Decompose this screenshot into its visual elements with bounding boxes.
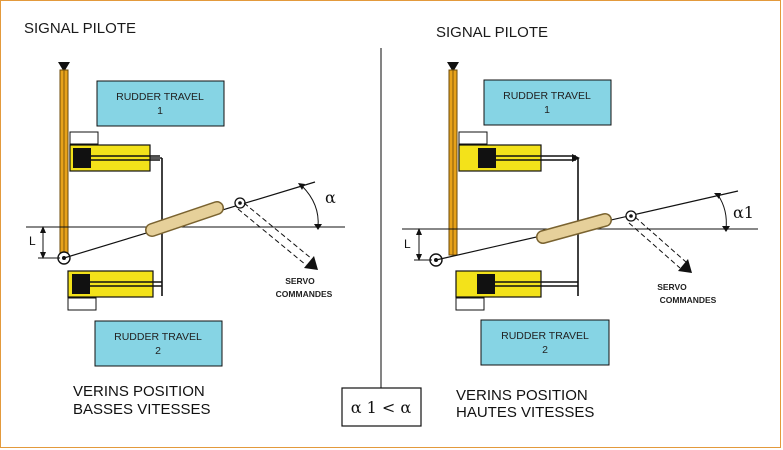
left-pilot-arrow-icon — [58, 62, 70, 72]
left-l-label: L — [29, 234, 36, 248]
left-caption-line1: VERINS POSITION — [73, 383, 205, 400]
left-signal-pilote-title: SIGNAL PILOTE — [24, 20, 136, 37]
right-rudder-travel-1-box — [483, 79, 612, 126]
right-rudder-travel-1-number: 1 — [544, 104, 550, 116]
left-upper-piston — [73, 148, 91, 168]
comparison-label: α 1 < α — [351, 398, 412, 417]
right-caption-line2: HAUTES VITESSES — [456, 404, 594, 421]
left-rudder-travel-1-box — [96, 80, 225, 127]
left-rudder-travel-2-number: 2 — [155, 345, 161, 357]
left-rudder-travel-1-number: 1 — [157, 105, 163, 117]
left-connecting-rod — [146, 202, 223, 236]
right-pilot-arrow-icon — [447, 62, 459, 72]
right-lower-piston — [477, 274, 495, 294]
right-rudder-travel-1-label: RUDDER TRAVEL — [503, 90, 591, 102]
left-caption-line2: BASSES VITESSES — [73, 401, 211, 418]
left-angle-label: α — [325, 188, 336, 207]
right-connecting-rod — [537, 214, 611, 243]
right-upper-piston — [478, 148, 496, 168]
right-lower-actuator — [455, 270, 542, 298]
right-servo-label-1: SERVO — [657, 282, 687, 292]
right-angle-arc — [717, 194, 727, 230]
right-rudder-travel-2-box — [480, 319, 610, 366]
right-upper-actuator — [458, 144, 542, 172]
right-caption-line1: VERINS POSITION — [456, 387, 588, 404]
left-rudder-travel-1-label: RUDDER TRAVEL — [116, 91, 204, 103]
right-signal-pilote-title: SIGNAL PILOTE — [436, 24, 548, 41]
comparison-box — [341, 387, 422, 427]
right-panel: SIGNAL PILOTE RUDDER TRAVEL 1 RUDDER TRA… — [402, 24, 758, 421]
right-servo-label-2: COMMANDES — [660, 295, 717, 305]
left-angle-arc — [301, 185, 319, 228]
left-rudder-travel-2-box — [94, 320, 223, 367]
left-panel: SIGNAL PILOTE RUDDER TRAVEL 1 RUDDER TRA… — [24, 20, 345, 418]
right-rudder-travel-2-label: RUDDER TRAVEL — [501, 330, 589, 342]
left-lower-piston — [72, 274, 90, 294]
right-angle-label: α1 — [733, 203, 754, 222]
left-servo-label-2: COMMANDES — [276, 289, 333, 299]
left-rudder-travel-2-label: RUDDER TRAVEL — [114, 331, 202, 343]
right-l-label: L — [404, 237, 411, 251]
left-servo-label-1: SERVO — [285, 276, 315, 286]
right-servo-arrow-icon — [678, 259, 692, 273]
right-rudder-travel-2-number: 2 — [542, 344, 548, 356]
left-servo-arrow-icon — [304, 256, 318, 270]
